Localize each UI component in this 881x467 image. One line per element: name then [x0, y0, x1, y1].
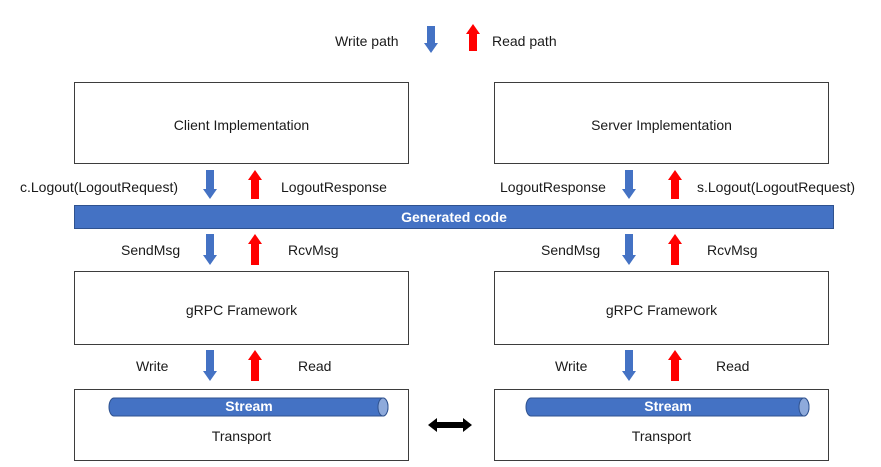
- server-stream-label: Stream: [644, 398, 692, 414]
- blue-down-arrow-icon: [203, 350, 217, 381]
- server-stream-cylinder: Stream: [525, 397, 811, 417]
- server-transport-label: Transport: [631, 428, 692, 444]
- double-headed-arrow-icon: [428, 418, 472, 432]
- server-grpc-framework-box: gRPC Framework: [494, 271, 829, 345]
- blue-down-arrow-icon: [203, 170, 217, 199]
- server-call-label: s.Logout(LogoutRequest): [697, 179, 855, 195]
- server-write-label: Write: [555, 358, 588, 374]
- blue-down-arrow-icon: [622, 234, 636, 265]
- server-framework-title: gRPC Framework: [605, 302, 718, 318]
- client-transport-label: Transport: [211, 428, 272, 444]
- red-up-arrow-icon: [668, 350, 682, 381]
- legend-write-label: Write path: [335, 33, 399, 49]
- client-stream-label: Stream: [225, 398, 273, 414]
- server-read-label: Read: [716, 358, 750, 374]
- client-transport-box: Stream Transport: [74, 389, 409, 461]
- generated-code-bar: Generated code: [74, 205, 834, 229]
- blue-down-arrow-icon: [203, 234, 217, 265]
- red-up-arrow-icon: [248, 170, 262, 199]
- client-call-label: c.Logout(LogoutRequest): [20, 179, 178, 195]
- red-up-arrow-icon: [466, 24, 480, 51]
- red-up-arrow-icon: [668, 170, 682, 199]
- server-implementation-box: Server Implementation: [494, 82, 829, 164]
- cylinder-shape: [108, 397, 389, 417]
- client-send-label: SendMsg: [121, 242, 181, 258]
- client-implementation-title: Client Implementation: [173, 117, 310, 133]
- blue-down-arrow-icon: [622, 170, 636, 199]
- client-read-label: Read: [298, 358, 332, 374]
- server-response-label: LogoutResponse: [500, 179, 606, 195]
- client-recv-label: RcvMsg: [288, 242, 339, 258]
- client-write-label: Write: [136, 358, 169, 374]
- legend-read-label: Read path: [492, 33, 557, 49]
- blue-down-arrow-icon: [424, 26, 438, 53]
- client-implementation-box: Client Implementation: [74, 82, 409, 164]
- red-up-arrow-icon: [248, 234, 262, 265]
- red-up-arrow-icon: [248, 350, 262, 381]
- server-transport-box: Stream Transport: [494, 389, 829, 461]
- red-up-arrow-icon: [668, 234, 682, 265]
- client-response-label: LogoutResponse: [281, 179, 387, 195]
- server-recv-label: RcvMsg: [707, 242, 758, 258]
- server-implementation-title: Server Implementation: [591, 117, 732, 133]
- cylinder-shape: [525, 397, 810, 417]
- blue-down-arrow-icon: [622, 350, 636, 381]
- server-send-label: SendMsg: [541, 242, 601, 258]
- client-stream-cylinder: Stream: [108, 397, 390, 417]
- client-grpc-framework-box: gRPC Framework: [74, 271, 409, 345]
- client-framework-title: gRPC Framework: [185, 302, 298, 318]
